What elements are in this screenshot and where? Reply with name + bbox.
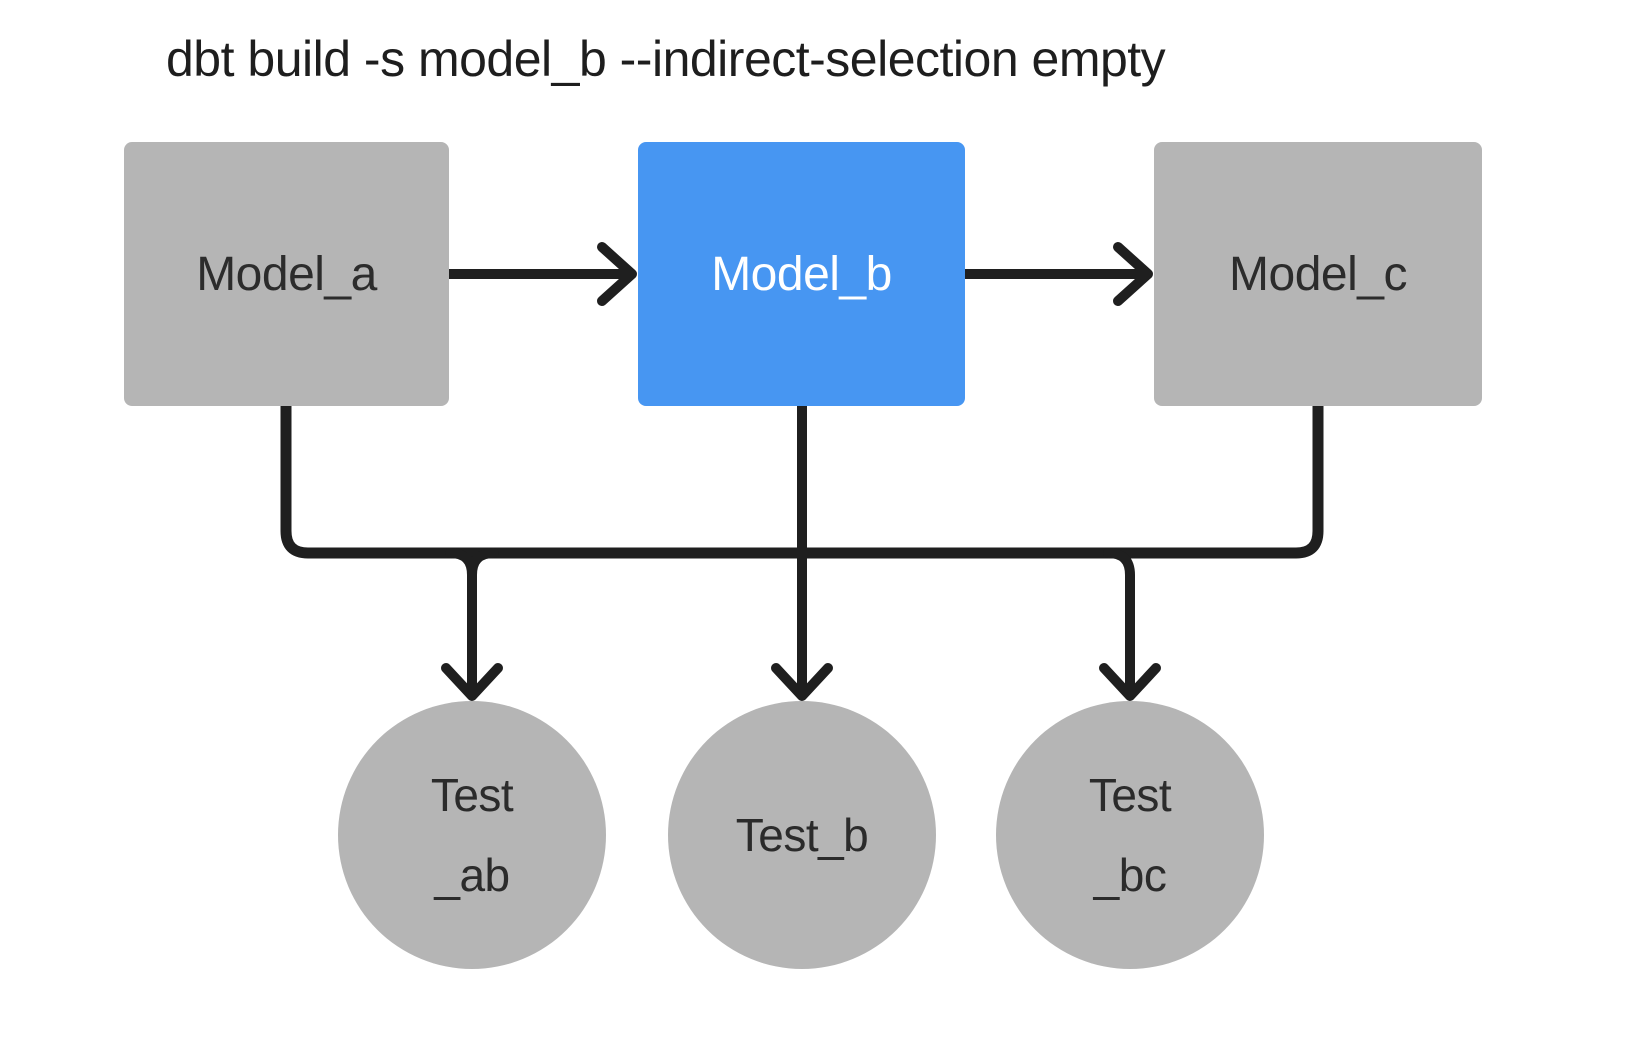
model-b-node: Model_b: [638, 142, 965, 406]
test-b-label-line1: Test_b: [735, 808, 869, 861]
edge-rail-to-test-bc: [1099, 548, 1161, 701]
diagram-title: dbt build -s model_b --indirect-selectio…: [166, 31, 1166, 87]
edge-model-a-to-model-b: [444, 242, 637, 306]
test-ab-label-line2: _ab: [434, 849, 510, 901]
test-bc-label-line1: Test: [1088, 768, 1172, 821]
model-a-label: Model_a: [196, 247, 377, 301]
edge-shared-rail: [280, 400, 1324, 559]
test-bc-node: Test _bc: [996, 701, 1264, 969]
test-bc-label-line2: _bc: [1093, 849, 1167, 901]
test-b-node: Test_b: [668, 701, 936, 969]
model-a-node: Model_a: [124, 142, 449, 406]
edge-rail-to-test-ab: [441, 548, 503, 701]
model-b-label: Model_b: [711, 247, 892, 301]
edge-model-b-to-test-b: [771, 401, 833, 701]
model-c-label: Model_c: [1229, 247, 1407, 301]
model-c-node: Model_c: [1154, 142, 1482, 406]
test-ab-node: Test _ab: [338, 701, 606, 969]
test-ab-label-line1: Test: [430, 768, 514, 821]
edge-model-b-to-model-c: [960, 242, 1153, 306]
